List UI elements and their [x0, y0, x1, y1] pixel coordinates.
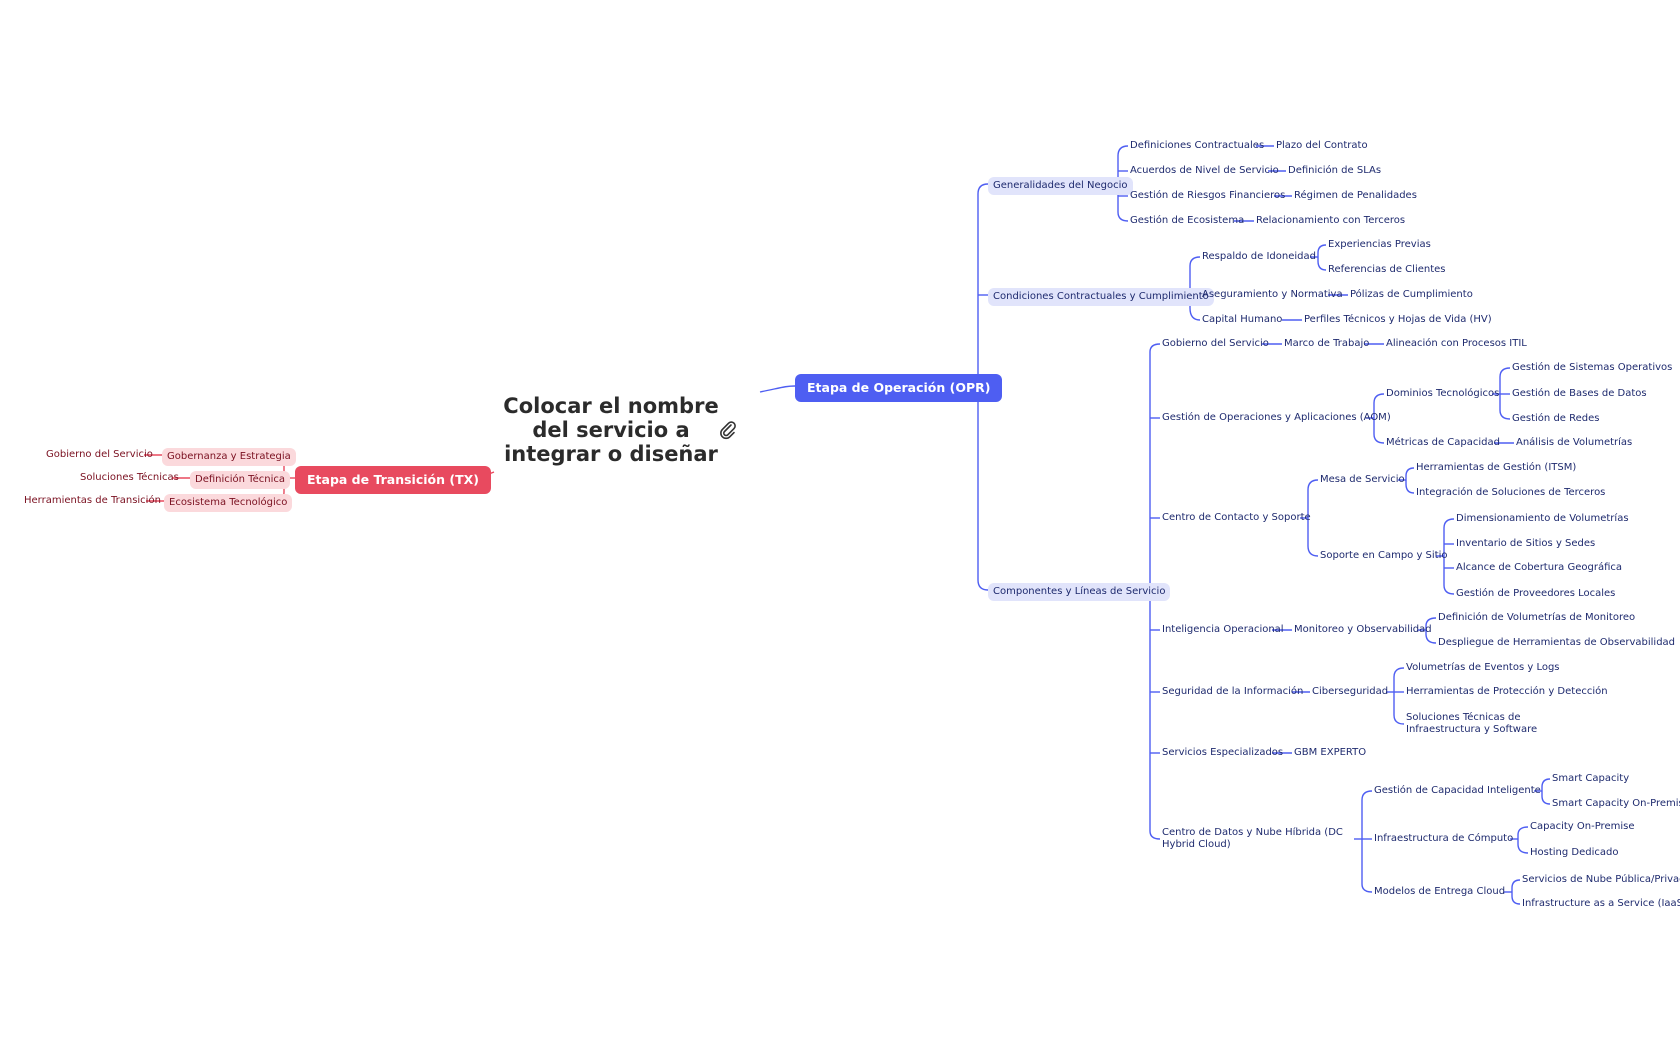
alineacion-itil-node[interactable]: Alineación con Procesos ITIL: [1386, 338, 1527, 349]
ciberseguridad-node[interactable]: Ciberseguridad: [1312, 686, 1389, 697]
inventario-sitios-node[interactable]: Inventario de Sitios y Sedes: [1456, 538, 1596, 549]
sistemas-operativos-node[interactable]: Gestión de Sistemas Operativos: [1512, 362, 1673, 373]
gbm-experto-node[interactable]: GBM EXPERTO: [1294, 747, 1367, 758]
eventos-logs-node[interactable]: Volumetrías de Eventos y Logs: [1406, 662, 1560, 673]
definicion-slas-node[interactable]: Definición de SLAs: [1288, 165, 1382, 176]
opr-condiciones-node[interactable]: Condiciones Contractuales y Cumplimiento: [988, 288, 1214, 306]
tx-ecosistema-node[interactable]: Ecosistema Tecnológico: [164, 494, 293, 512]
definiciones-contractuales-node[interactable]: Definiciones Contractuales: [1130, 140, 1265, 151]
soporte-campo-node[interactable]: Soporte en Campo y Sitio: [1320, 550, 1448, 561]
herramientas-itsm-node[interactable]: Herramientas de Gestión (ITSM): [1416, 462, 1577, 473]
regimen-penalidades-node[interactable]: Régimen de Penalidades: [1294, 190, 1417, 201]
relacionamiento-terceros-node[interactable]: Relacionamiento con Terceros: [1256, 215, 1406, 226]
smart-capacity-node[interactable]: Smart Capacity: [1552, 773, 1630, 784]
soluciones-infraestructura-node[interactable]: Soluciones Técnicas de Infraestructura y…: [1406, 712, 1538, 735]
paperclip-icon[interactable]: [718, 420, 738, 440]
polizas-cumplimiento-node[interactable]: Pólizas de Cumplimiento: [1350, 289, 1473, 300]
infraestructura-computo-node[interactable]: Infraestructura de Cómputo: [1374, 833, 1514, 844]
perfiles-tecnicos-node[interactable]: Perfiles Técnicos y Hojas de Vida (HV): [1304, 314, 1492, 325]
aseguramiento-normativa-node[interactable]: Aseguramiento y Normativa: [1202, 289, 1343, 300]
acuerdos-nivel-servicio-node[interactable]: Acuerdos de Nivel de Servicio: [1130, 165, 1279, 176]
tx-gobierno-servicio-node[interactable]: Gobierno del Servicio: [46, 449, 153, 460]
experiencias-previas-node[interactable]: Experiencias Previas: [1328, 239, 1431, 250]
metricas-capacidad-node[interactable]: Métricas de Capacidad: [1386, 437, 1500, 448]
iaas-node[interactable]: Infrastructure as a Service (IaaS): [1522, 898, 1680, 909]
capital-humano-node[interactable]: Capital Humano: [1202, 314, 1283, 325]
opr-componentes-node[interactable]: Componentes y Líneas de Servicio: [988, 583, 1171, 601]
bases-datos-node[interactable]: Gestión de Bases de Datos: [1512, 388, 1647, 399]
monitoreo-observabilidad-node[interactable]: Monitoreo y Observabilidad: [1294, 624, 1432, 635]
gestion-operaciones-aom-node[interactable]: Gestión de Operaciones y Aplicaciones (A…: [1162, 412, 1391, 423]
tx-herramientas-transicion-node[interactable]: Herramientas de Transición: [24, 495, 161, 506]
capacity-onpremise-node[interactable]: Capacity On-Premise: [1530, 821, 1635, 832]
mesa-servicio-node[interactable]: Mesa de Servicio: [1320, 474, 1405, 485]
gobierno-servicio-node[interactable]: Gobierno del Servicio: [1162, 338, 1269, 349]
modelos-entrega-cloud-node[interactable]: Modelos de Entrega Cloud: [1374, 886, 1506, 897]
opr-generalidades-node[interactable]: Generalidades del Negocio: [988, 177, 1133, 195]
centro-datos-node[interactable]: Centro de Datos y Nube Híbrida (DC Hybri…: [1162, 827, 1343, 850]
analisis-volumetrias-node[interactable]: Análisis de Volumetrías: [1516, 437, 1633, 448]
smart-capacity-onpremise-node[interactable]: Smart Capacity On-Premise: [1552, 798, 1680, 809]
centro-contacto-node[interactable]: Centro de Contacto y Soporte: [1162, 512, 1311, 523]
tx-gobernanza-node[interactable]: Gobernanza y Estrategia: [162, 448, 296, 466]
cobertura-geografica-node[interactable]: Alcance de Cobertura Geográfica: [1456, 562, 1623, 573]
tx-soluciones-tecnicas-node[interactable]: Soluciones Técnicas: [80, 472, 179, 483]
volumetrias-monitoreo-node[interactable]: Definición de Volumetrías de Monitoreo: [1438, 612, 1636, 623]
riesgos-financieros-node[interactable]: Gestión de Riesgos Financieros: [1130, 190, 1286, 201]
proteccion-deteccion-node[interactable]: Herramientas de Protección y Detección: [1406, 686, 1608, 697]
opr-branch[interactable]: Etapa de Operación (OPR): [795, 374, 1003, 402]
dimensionamiento-volumetrias-node[interactable]: Dimensionamiento de Volumetrías: [1456, 513, 1629, 524]
seguridad-informacion-node[interactable]: Seguridad de la Información: [1162, 686, 1304, 697]
gestion-redes-node[interactable]: Gestión de Redes: [1512, 413, 1600, 424]
tx-definicion-tecnica-node[interactable]: Definición Técnica: [190, 471, 290, 489]
plazo-contrato-node[interactable]: Plazo del Contrato: [1276, 140, 1368, 151]
gestion-ecosistema-node[interactable]: Gestión de Ecosistema: [1130, 215, 1245, 226]
capacidad-inteligente-node[interactable]: Gestión de Capacidad Inteligente: [1374, 785, 1541, 796]
referencias-clientes-node[interactable]: Referencias de Clientes: [1328, 264, 1446, 275]
proveedores-locales-node[interactable]: Gestión de Proveedores Locales: [1456, 588, 1616, 599]
nube-publica-privada-node[interactable]: Servicios de Nube Pública/Privada: [1522, 874, 1680, 885]
inteligencia-operacional-node[interactable]: Inteligencia Operacional: [1162, 624, 1284, 635]
marco-trabajo-node[interactable]: Marco de Trabajo: [1284, 338, 1370, 349]
respaldo-idoneidad-node[interactable]: Respaldo de Idoneidad: [1202, 251, 1316, 262]
servicios-especializados-node[interactable]: Servicios Especializados: [1162, 747, 1284, 758]
integracion-terceros-node[interactable]: Integración de Soluciones de Terceros: [1416, 487, 1606, 498]
hosting-dedicado-node[interactable]: Hosting Dedicado: [1530, 847, 1619, 858]
dominios-tecnologicos-node[interactable]: Dominios Tecnológicos: [1386, 388, 1500, 399]
tx-branch[interactable]: Etapa de Transición (TX): [295, 466, 491, 494]
herramientas-observabilidad-node[interactable]: Despliegue de Herramientas de Observabil…: [1438, 637, 1676, 648]
central-topic[interactable]: Colocar el nombre del servicio a integra…: [503, 394, 719, 466]
